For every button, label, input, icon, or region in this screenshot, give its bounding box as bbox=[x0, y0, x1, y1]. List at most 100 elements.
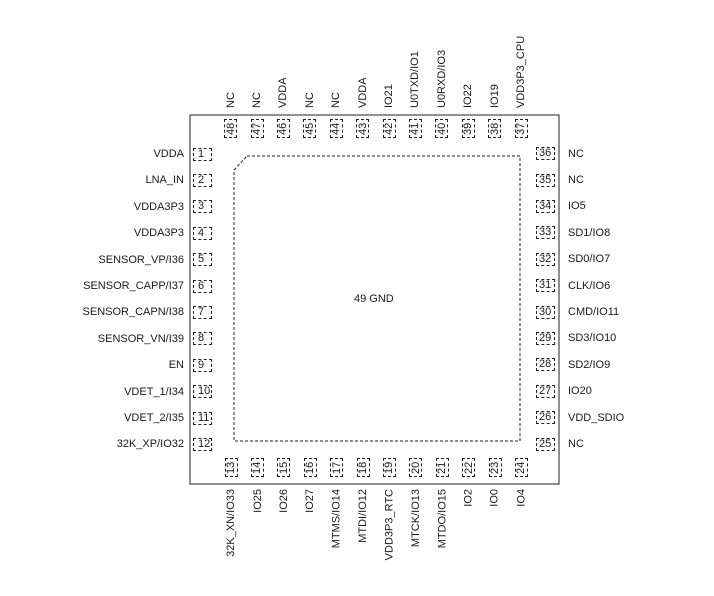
pin-label: SD1/IO8 bbox=[568, 226, 611, 239]
pin-number: 23 bbox=[489, 461, 501, 474]
pin-box bbox=[193, 305, 212, 319]
pin-box bbox=[514, 458, 528, 477]
pin-box bbox=[193, 226, 212, 240]
pin-number: 18 bbox=[357, 461, 369, 474]
pin-label: EN bbox=[168, 359, 184, 372]
pin-box bbox=[536, 384, 555, 398]
pin-label: SD2/IO9 bbox=[568, 358, 611, 371]
pin-number: 16 bbox=[304, 461, 317, 474]
pin-number: 22 bbox=[462, 461, 475, 474]
pin-number: 27 bbox=[539, 384, 552, 397]
pin-label: MTMS/IO14 bbox=[330, 489, 343, 549]
pin-number: 8 bbox=[198, 332, 205, 345]
pin-label: IO5 bbox=[568, 200, 586, 213]
pin-label: U0RXD/IO3 bbox=[435, 49, 448, 108]
pin-label: IO2 bbox=[462, 489, 475, 507]
pin-number: 5 bbox=[198, 253, 205, 266]
pin-number: 41 bbox=[409, 122, 422, 135]
package-outline bbox=[189, 114, 560, 485]
pin-label: VDD3P3_CPU bbox=[515, 35, 527, 108]
pin-label: IO4 bbox=[515, 489, 528, 507]
pin-box bbox=[536, 411, 555, 425]
pin-number: 24 bbox=[515, 461, 528, 474]
pin-box bbox=[193, 437, 212, 451]
pin-number: 43 bbox=[356, 122, 369, 135]
pin-box bbox=[277, 458, 291, 477]
pin-label: SENSOR_VP/I36 bbox=[98, 253, 184, 266]
pin-box bbox=[435, 119, 449, 138]
pin-number: 39 bbox=[462, 122, 475, 135]
pin-box bbox=[462, 458, 476, 477]
pin-number: 25 bbox=[539, 437, 552, 450]
pin-number: 40 bbox=[435, 122, 448, 135]
pin-label: SENSOR_VN/I39 bbox=[97, 332, 184, 345]
pin-number: 31 bbox=[539, 279, 552, 292]
pin-number: 38 bbox=[488, 122, 501, 135]
pin-label: NC bbox=[568, 438, 584, 450]
pin-box bbox=[536, 279, 555, 293]
pin-box bbox=[303, 119, 317, 138]
pin-box bbox=[488, 458, 502, 477]
pin-box bbox=[330, 458, 344, 477]
pin-box bbox=[193, 279, 212, 293]
pin-label: 32K_XN/IO33 bbox=[225, 489, 237, 557]
pin-box bbox=[536, 437, 555, 451]
pin-box bbox=[536, 147, 555, 161]
pin-box bbox=[536, 305, 555, 319]
pin-box bbox=[435, 458, 449, 477]
pin-label: VDDA bbox=[277, 77, 290, 108]
pin-label: VDDA bbox=[153, 148, 184, 160]
pin-label: SD0/IO7 bbox=[568, 253, 611, 266]
pin-number: 44 bbox=[330, 122, 343, 135]
pin-label: VDDA bbox=[356, 77, 369, 108]
pin-number: 29 bbox=[539, 331, 552, 344]
pin-box bbox=[276, 119, 290, 138]
pin-box bbox=[461, 119, 475, 138]
pin-box bbox=[329, 119, 343, 138]
pin-box bbox=[193, 385, 212, 399]
pin-number: 32 bbox=[539, 252, 552, 265]
pin-number: 11 bbox=[198, 411, 210, 424]
pin-number: 26 bbox=[539, 411, 552, 424]
pin-box bbox=[250, 458, 264, 477]
pin-label: NC bbox=[224, 92, 237, 108]
pin-label: MTDI/IO12 bbox=[357, 489, 369, 543]
pin-number: 42 bbox=[383, 122, 395, 135]
pin-number: 1 bbox=[198, 147, 205, 160]
pin-number: 15 bbox=[277, 461, 290, 474]
pin-label: NC bbox=[251, 92, 263, 108]
pin-number: 17 bbox=[330, 461, 343, 474]
pin-number: 37 bbox=[515, 122, 527, 135]
pin-number: 20 bbox=[409, 461, 422, 474]
pin-box bbox=[193, 147, 212, 161]
pin-box bbox=[536, 331, 555, 345]
pin-box bbox=[250, 119, 264, 138]
pin-number: 47 bbox=[251, 122, 263, 135]
pin-number: 9 bbox=[198, 358, 205, 371]
pin-label: IO21 bbox=[383, 84, 395, 108]
pin-number: 34 bbox=[539, 199, 552, 212]
pin-box bbox=[536, 173, 555, 187]
pin-number: 14 bbox=[251, 461, 264, 474]
pin-number: 28 bbox=[539, 358, 552, 371]
pin-box bbox=[488, 119, 502, 138]
pin-number: 46 bbox=[277, 122, 290, 135]
pin-label: NC bbox=[568, 174, 584, 186]
pin-box bbox=[536, 358, 555, 372]
pin-number: 35 bbox=[539, 173, 552, 186]
ground-pad-label: 49 GND bbox=[354, 293, 394, 305]
pin-number: 6 bbox=[198, 279, 205, 292]
pin-box bbox=[193, 253, 212, 267]
pin-number: 10 bbox=[198, 385, 211, 398]
pin-box bbox=[514, 119, 528, 138]
pin-label: LNA_IN bbox=[145, 174, 184, 187]
pin-label: IO26 bbox=[277, 489, 290, 513]
pin-label: SENSOR_CAPP/I37 bbox=[83, 280, 184, 292]
pin-number: 19 bbox=[383, 461, 396, 474]
pin-number: 48 bbox=[224, 122, 237, 135]
pin-number: 4 bbox=[198, 226, 205, 239]
pin-label: NC bbox=[568, 147, 584, 160]
pin-number: 12 bbox=[198, 437, 211, 450]
